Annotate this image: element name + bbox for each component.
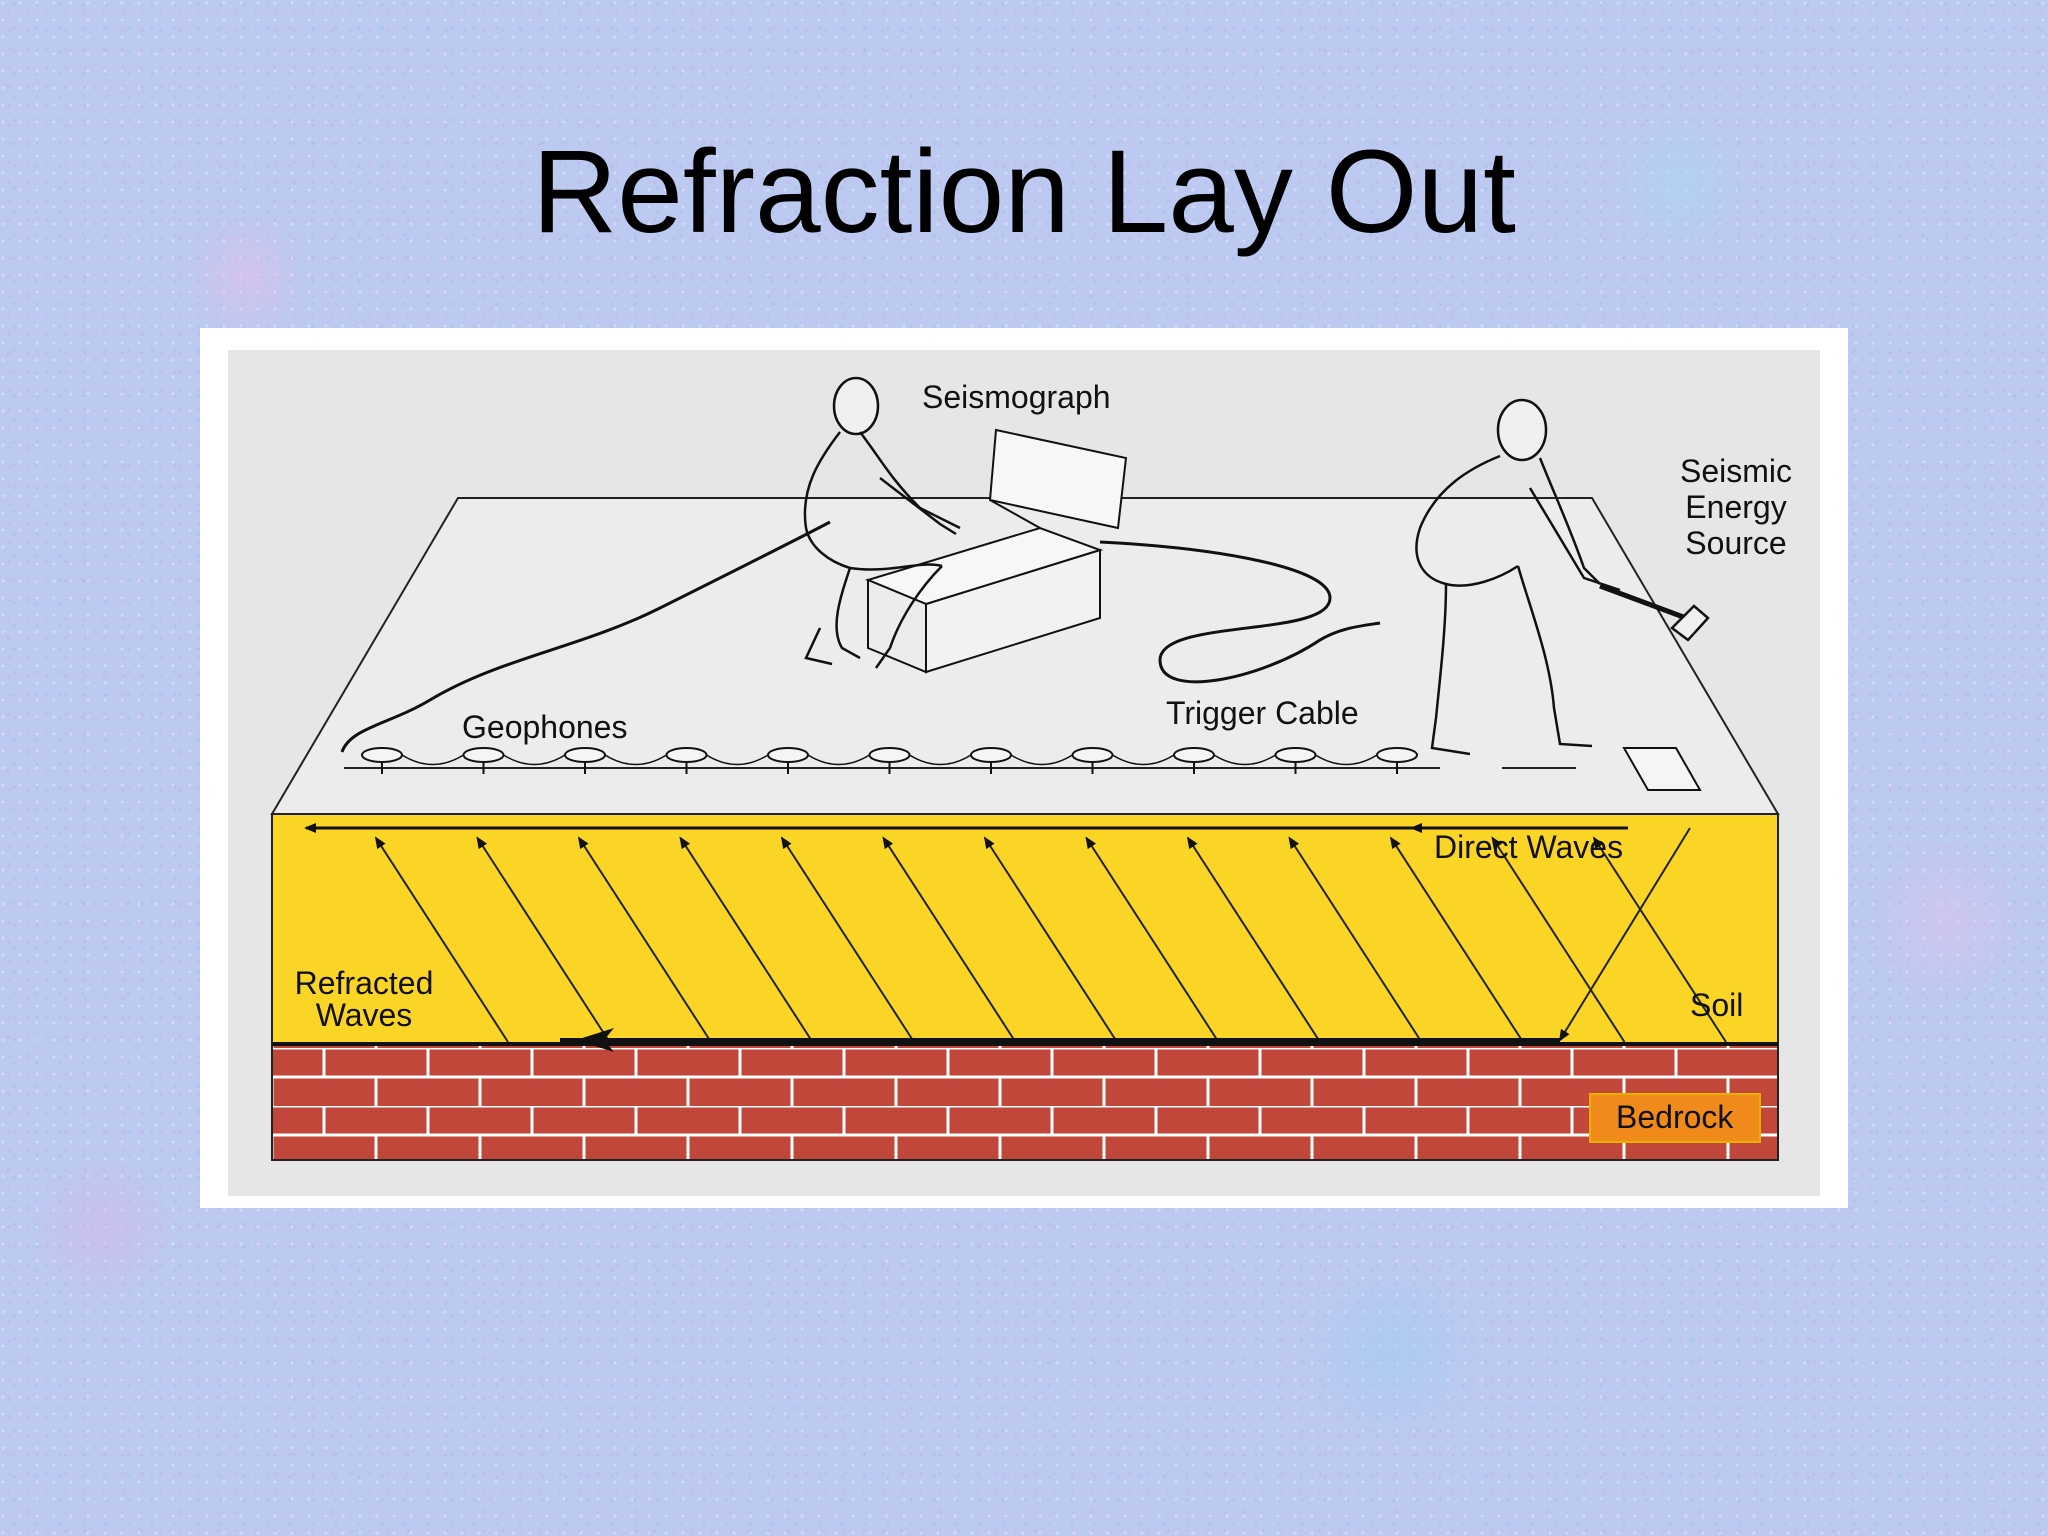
refracted-ray <box>476 836 611 1043</box>
bedrock-label-box <box>1589 1093 1761 1143</box>
geophone <box>1173 747 1276 774</box>
seismic-energy-source-label-line2: Energy <box>1685 489 1786 525</box>
geophone <box>970 747 1073 774</box>
trigger-cable <box>1099 540 1381 684</box>
refracted-ray <box>1592 836 1727 1043</box>
geophones <box>361 747 1418 774</box>
refracted-ray <box>577 836 712 1043</box>
incident-ray <box>1558 827 1691 1042</box>
refracted-ray <box>780 836 915 1043</box>
soil-layer <box>271 813 1779 1045</box>
geophone <box>564 747 667 774</box>
hammer-operator-figure <box>1415 398 1710 756</box>
seismograph-label: Seismograph <box>922 379 1111 415</box>
geophone <box>462 747 566 774</box>
geophone <box>1274 747 1378 774</box>
soil-label: Soil <box>1690 987 1743 1023</box>
figure-frame: Seismograph Seismic Energy Source Geopho… <box>200 328 1848 1208</box>
geophone <box>767 747 870 774</box>
direct-waves-label: Direct Waves <box>1434 829 1623 865</box>
geophone <box>665 747 769 774</box>
geophone <box>868 747 972 774</box>
bedrock-label: Bedrock <box>1616 1099 1734 1135</box>
geophone-lead-cable <box>340 520 831 753</box>
refracted-ray <box>374 836 509 1043</box>
refracted-ray <box>882 836 1017 1043</box>
refracted-ray <box>1491 836 1626 1043</box>
geophone <box>361 747 464 774</box>
refracted-ray <box>1186 836 1321 1043</box>
source-plate <box>1622 747 1702 791</box>
seismic-energy-source-label-line3: Source <box>1685 525 1786 561</box>
seismograph-operator-figure <box>803 376 961 669</box>
head-wave-arrowhead <box>576 1028 614 1052</box>
geophone <box>1376 747 1418 774</box>
refracted-waves-label-line1: Refracted <box>295 965 434 1001</box>
refracted-rays <box>374 836 1727 1043</box>
trigger-cable-label: Trigger Cable <box>1166 695 1359 731</box>
refracted-ray <box>1288 836 1423 1043</box>
refracted-ray <box>1085 836 1220 1043</box>
refracted-waves-label-line2: Waves <box>316 997 413 1033</box>
bedrock-layer <box>271 1043 1779 1161</box>
refracted-ray <box>1389 836 1524 1043</box>
refracted-ray <box>679 836 814 1043</box>
geophones-label: Geophones <box>462 709 627 745</box>
seismic-energy-source-label-line1: Seismic <box>1680 453 1792 489</box>
geophone <box>1071 747 1175 774</box>
slide-title: Refraction Lay Out <box>532 126 1516 258</box>
refraction-layout-diagram: Seismograph Seismic Energy Source Geopho… <box>228 350 1820 1196</box>
refracted-ray <box>983 836 1118 1043</box>
